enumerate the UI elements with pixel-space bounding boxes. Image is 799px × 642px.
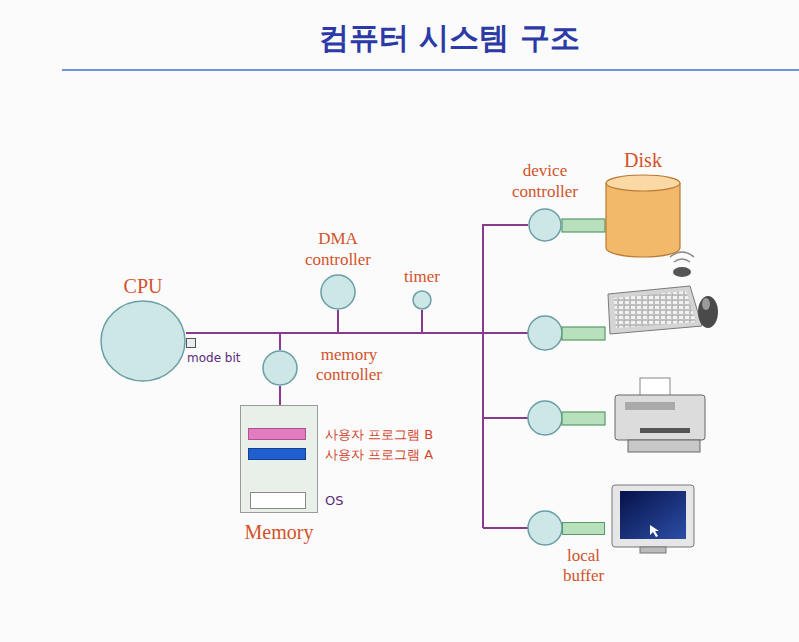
bus-connector [186, 333, 280, 350]
monitor [620, 491, 686, 539]
monitor [640, 547, 666, 553]
buffer-rect [562, 412, 605, 425]
disk-body [606, 183, 680, 257]
timer-circle [413, 291, 431, 309]
keyboard-mouse [614, 291, 696, 328]
disk-cylinder-outline [605, 174, 681, 258]
os-bar: OS [250, 492, 306, 509]
controller-circle [321, 275, 355, 309]
bus-line [483, 527, 528, 529]
timer-circle-outline [412, 290, 432, 310]
cpu-circle-outline [100, 300, 186, 382]
timer-circle: timer [412, 290, 432, 310]
keyboard-mouse [608, 286, 702, 334]
controller-circle [528, 316, 562, 350]
node-label: device controller [495, 161, 595, 202]
node-label: 사용자 프로그램 B [325, 426, 433, 444]
memory-box: Memory사용자 프로그램 B사용자 프로그램 AOS [240, 405, 318, 513]
buffer-rect [562, 327, 605, 340]
printer [615, 395, 705, 440]
title-rule [62, 69, 799, 71]
controller-circle [263, 351, 297, 385]
program-bar: 사용자 프로그램 B [248, 428, 306, 440]
node-label: Disk [624, 148, 662, 172]
keyboard-mouse [702, 298, 710, 310]
monitor [612, 485, 694, 547]
controller-circle [529, 209, 561, 241]
node-label: timer [404, 267, 440, 287]
controller-circle [528, 401, 562, 435]
title: 컴퓨터 시스템 구조 [0, 18, 799, 59]
controller-circle [528, 316, 562, 545]
node-label: local buffer [549, 546, 619, 587]
disk-top [606, 175, 680, 191]
buffer-rect [562, 219, 605, 232]
bus-connector [186, 310, 422, 333]
controller-circle-outline [528, 208, 562, 242]
controller-circle: DMA controller [320, 274, 356, 310]
node-label: Memory [245, 520, 314, 544]
keyboard-mouse [673, 267, 691, 277]
node-label: 사용자 프로그램 A [325, 446, 433, 464]
cpu-circle [101, 301, 185, 381]
printer [615, 378, 705, 452]
controller-circle-outline [320, 274, 356, 310]
local-buffer: local buffer [562, 522, 605, 535]
node-label: CPU [124, 274, 163, 298]
bus-connector [186, 310, 338, 333]
controller-circle: device controller [528, 208, 562, 242]
cpu-circle: CPU [100, 300, 186, 382]
node-label: memory controller [304, 345, 394, 386]
monitor [612, 485, 694, 553]
bus-line [483, 417, 528, 419]
node-label: OS [325, 493, 343, 508]
printer [628, 440, 700, 452]
controller-circle-outline [262, 350, 298, 386]
printer [625, 402, 675, 410]
controller-circle [528, 511, 562, 545]
node-label: DMA controller [293, 229, 383, 270]
keyboard-mouse [698, 296, 718, 328]
buffer-rect [562, 219, 605, 425]
monitor [650, 525, 659, 537]
bus-connector [279, 386, 281, 405]
bus-connector [186, 225, 528, 333]
controller-circle: memory controller [262, 350, 298, 386]
printer [640, 428, 690, 433]
keyboard-mouse [608, 252, 718, 334]
mode-bit-box: mode bit [186, 338, 196, 348]
disk-cylinder: Disk [605, 174, 681, 258]
program-bar: 사용자 프로그램 A [248, 448, 306, 460]
node-label: mode bit [187, 351, 241, 365]
